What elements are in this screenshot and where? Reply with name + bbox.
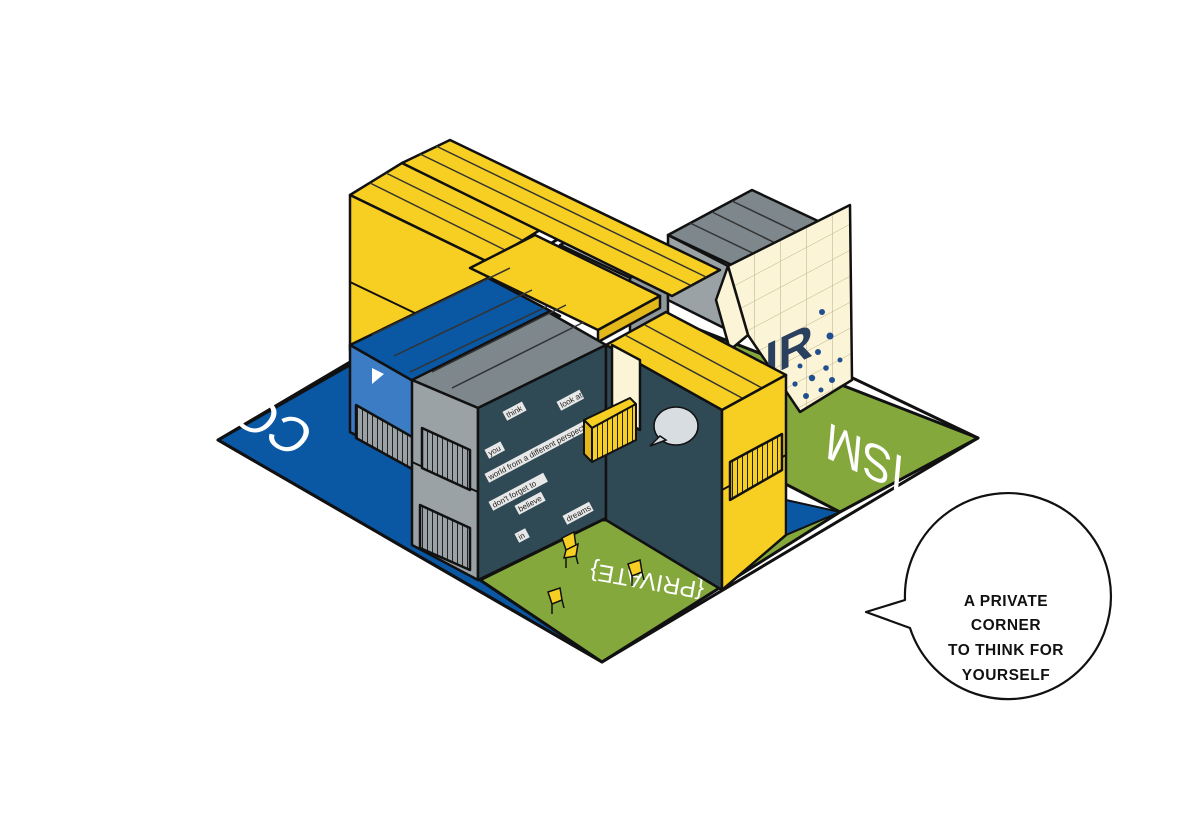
floor-blue-strip: [785, 498, 844, 537]
callout-line-2: CORNER: [971, 617, 1041, 634]
balcony-centre: [583, 397, 637, 463]
scattered-dots: [792, 309, 843, 399]
speech-bubble-icon: [649, 406, 699, 447]
container-stack-centre: [410, 304, 608, 582]
container-bridge-top: [400, 138, 722, 344]
callout-line-3: TO THINK FOR: [948, 642, 1064, 659]
chair-icon: [547, 587, 565, 614]
floor-label-left: COMMUNITY: [11, 260, 326, 465]
callout-bubble: A PRIVATE CORNER TO THINK FOR YOURSELF: [864, 491, 1113, 701]
word-tag: in: [517, 531, 527, 542]
callout-line-4: YOURSELF: [962, 667, 1050, 684]
container-front-right: [604, 310, 788, 592]
callout-line-1: A PRIVATE: [964, 593, 1048, 610]
chair-icon: [561, 530, 579, 568]
chair-icon: [627, 559, 645, 586]
